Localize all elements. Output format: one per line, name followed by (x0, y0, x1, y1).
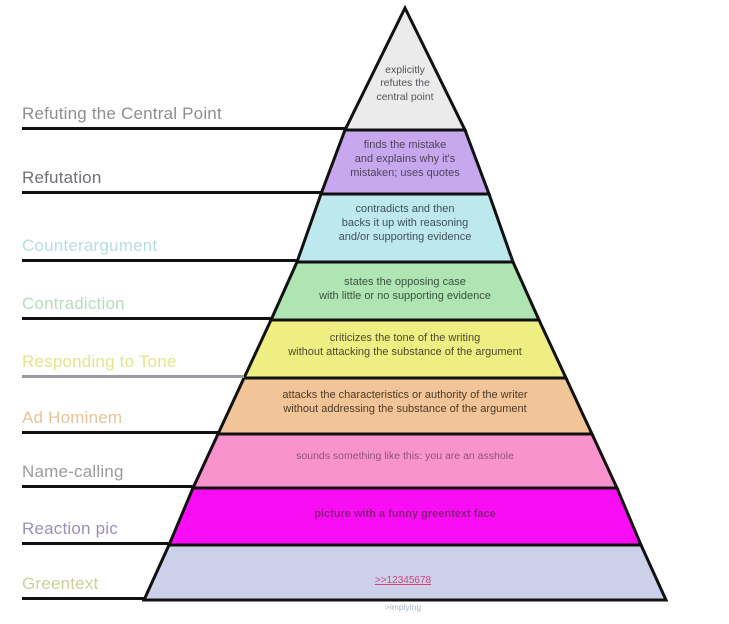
tier-shape-counterargument (294, 192, 516, 264)
leader-rule-8 (22, 191, 321, 194)
leader-rule-4 (22, 431, 218, 434)
tier-label-greentext: Greentext (22, 574, 99, 593)
tier-shape-refutation (318, 128, 492, 196)
tier-label-reaction-pic: Reaction pic (22, 519, 118, 538)
leader-rule-6 (22, 317, 271, 320)
tier-label-ad-hominem: Ad Hominem (22, 408, 123, 427)
tier-label-name-calling: Name-calling (22, 462, 124, 481)
tier-label-counterargument: Counterargument (22, 236, 158, 255)
leader-rule-7 (22, 259, 297, 262)
leader-rule-5 (22, 375, 244, 378)
tier-label-responding-to-tone: Responding to Tone (22, 352, 177, 371)
leader-rule-3 (22, 485, 193, 488)
leader-rule-1 (22, 597, 144, 600)
leader-rule-2 (22, 542, 169, 545)
tier-shape-responding-to-tone (241, 318, 569, 380)
tier-shape-reaction-pic (166, 486, 644, 547)
tier-label-refuting-the-central-point: Refuting the Central Point (22, 104, 222, 123)
leader-rule-9 (22, 127, 345, 130)
tier-label-contradiction: Contradiction (22, 294, 125, 313)
tier-shape-greentext (141, 543, 669, 602)
tier-shape-ad-hominem (215, 376, 595, 436)
tier-label-refutation: Refutation (22, 168, 102, 187)
tier-shape-refuting-the-central-point (342, 4, 468, 132)
tier-shape-name-calling (190, 432, 620, 490)
tier-shape-contradiction (268, 260, 542, 322)
